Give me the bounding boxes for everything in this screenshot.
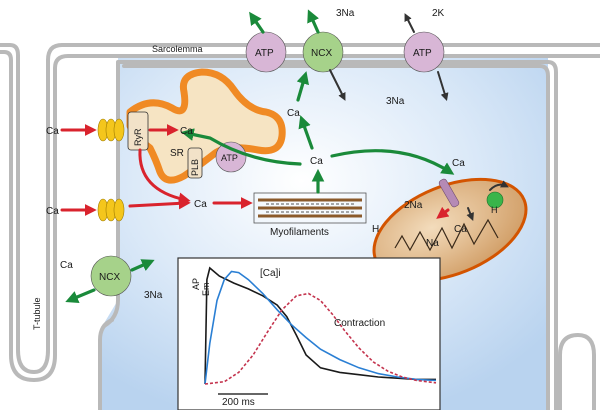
- ncx-bottom-ca-in-arrow: [130, 259, 155, 272]
- ca-mito-inner-label: Ca: [454, 224, 467, 235]
- ca-sr-release-label: Ca: [180, 126, 193, 137]
- atp-pump-sarcolemma: ATP: [245, 31, 287, 73]
- ca-ncx-top-label: Ca: [287, 108, 300, 119]
- na3-bottom-label: 3Na: [144, 290, 163, 301]
- em-label: Em: [201, 283, 211, 297]
- na-mito-label: Na: [426, 238, 439, 249]
- ca-to-mito-arrow: [330, 149, 455, 175]
- graph-plot-area: [204, 266, 437, 385]
- ncx-exchanger-t-tubule-label: NCX: [99, 272, 120, 283]
- na-k-atpase-label: ATP: [413, 48, 432, 59]
- contraction-label: Contraction: [334, 318, 385, 329]
- sarcolemma-label: Sarcolemma: [152, 44, 203, 54]
- ca-ncx-bottom-label: Ca: [60, 260, 73, 271]
- scale-bar-label: 200 ms: [222, 397, 255, 408]
- ryr-down-arrow: [138, 148, 191, 205]
- ncx-bottom-na-out-arrow: [65, 288, 96, 303]
- ca-center-label: Ca: [310, 156, 323, 167]
- t-tubule-label: T-tubule: [32, 297, 42, 330]
- serca-atp-pump-label: ATP: [221, 153, 238, 163]
- sr-label: SR: [170, 148, 184, 159]
- dark-flux-arrows: [329, 13, 509, 221]
- graph-frame: [177, 257, 441, 410]
- ca-mito-red-arrow: [436, 206, 450, 219]
- ap-label: AP: [191, 278, 201, 290]
- myofilaments-label: Myofilaments: [270, 227, 329, 238]
- plb-protein: [187, 147, 203, 179]
- series-contraction-line: [204, 292, 437, 385]
- na-k-atpase: ATP: [403, 31, 445, 73]
- plb-label: PLB: [190, 159, 200, 176]
- na-in-ncx-arrow: [329, 69, 346, 101]
- atp-ca-out-arrow: [249, 11, 265, 34]
- k2-label: 2K: [432, 8, 445, 19]
- cai-label: [Ca]i: [260, 268, 281, 279]
- mito-ca-in-arrow: [466, 207, 474, 221]
- ncx-exchanger-sarcolemma: NCX: [302, 31, 344, 73]
- h-mito-label: H: [491, 205, 498, 215]
- timecourse-graph: AP Em [Ca]i Contraction 200 ms: [177, 257, 441, 410]
- ca-to-sr-arrow: [180, 128, 302, 166]
- red-flux-arrows: [60, 124, 450, 219]
- t-tubule-inner: [102, 62, 120, 328]
- ca-left-1-label: Ca: [46, 126, 59, 137]
- serca-atp-pump: ATP: [215, 141, 247, 173]
- channel2-ca-arrow: [128, 197, 191, 210]
- h-mito-left-label: H: [372, 224, 379, 235]
- ryr-channel: [127, 111, 149, 151]
- ncx-exchanger-sarcolemma-label: NCX: [311, 48, 332, 59]
- na3-right-label: 3Na: [386, 96, 405, 107]
- ca-myo-label: Ca: [194, 199, 207, 210]
- mito-h-arrow: [489, 180, 509, 191]
- sarcoplasmic-reticulum: [126, 68, 286, 184]
- ncx-exchanger-t-tubule: NCX: [90, 255, 132, 297]
- myofilaments: [253, 192, 367, 224]
- l-type-ca-channel-1: [97, 118, 125, 142]
- ca-to-ncx-arrow: [296, 71, 309, 102]
- ncx-ca-out-arrow: [307, 9, 320, 34]
- sarcolemma-membrane: [0, 43, 600, 410]
- ca-mito-label: Ca: [452, 158, 465, 169]
- k-in-pump-arrow: [404, 13, 415, 33]
- na2-mito-label: 2Na: [404, 200, 423, 211]
- ryr-label: RyR: [133, 128, 143, 146]
- green-flux-arrows: [65, 9, 455, 303]
- l-type-ca-channel-2: [97, 198, 125, 222]
- na3-top-label: 3Na: [336, 8, 355, 19]
- ca-left-2-label: Ca: [46, 206, 59, 217]
- series-ap-line: [204, 266, 436, 385]
- mitochondrion: [372, 177, 528, 283]
- na-out-pump-arrow: [437, 71, 449, 102]
- atp-pump-sarcolemma-label: ATP: [255, 48, 274, 59]
- ca-center-up-arrow: [298, 115, 314, 150]
- series-ca-i-line: [204, 270, 437, 385]
